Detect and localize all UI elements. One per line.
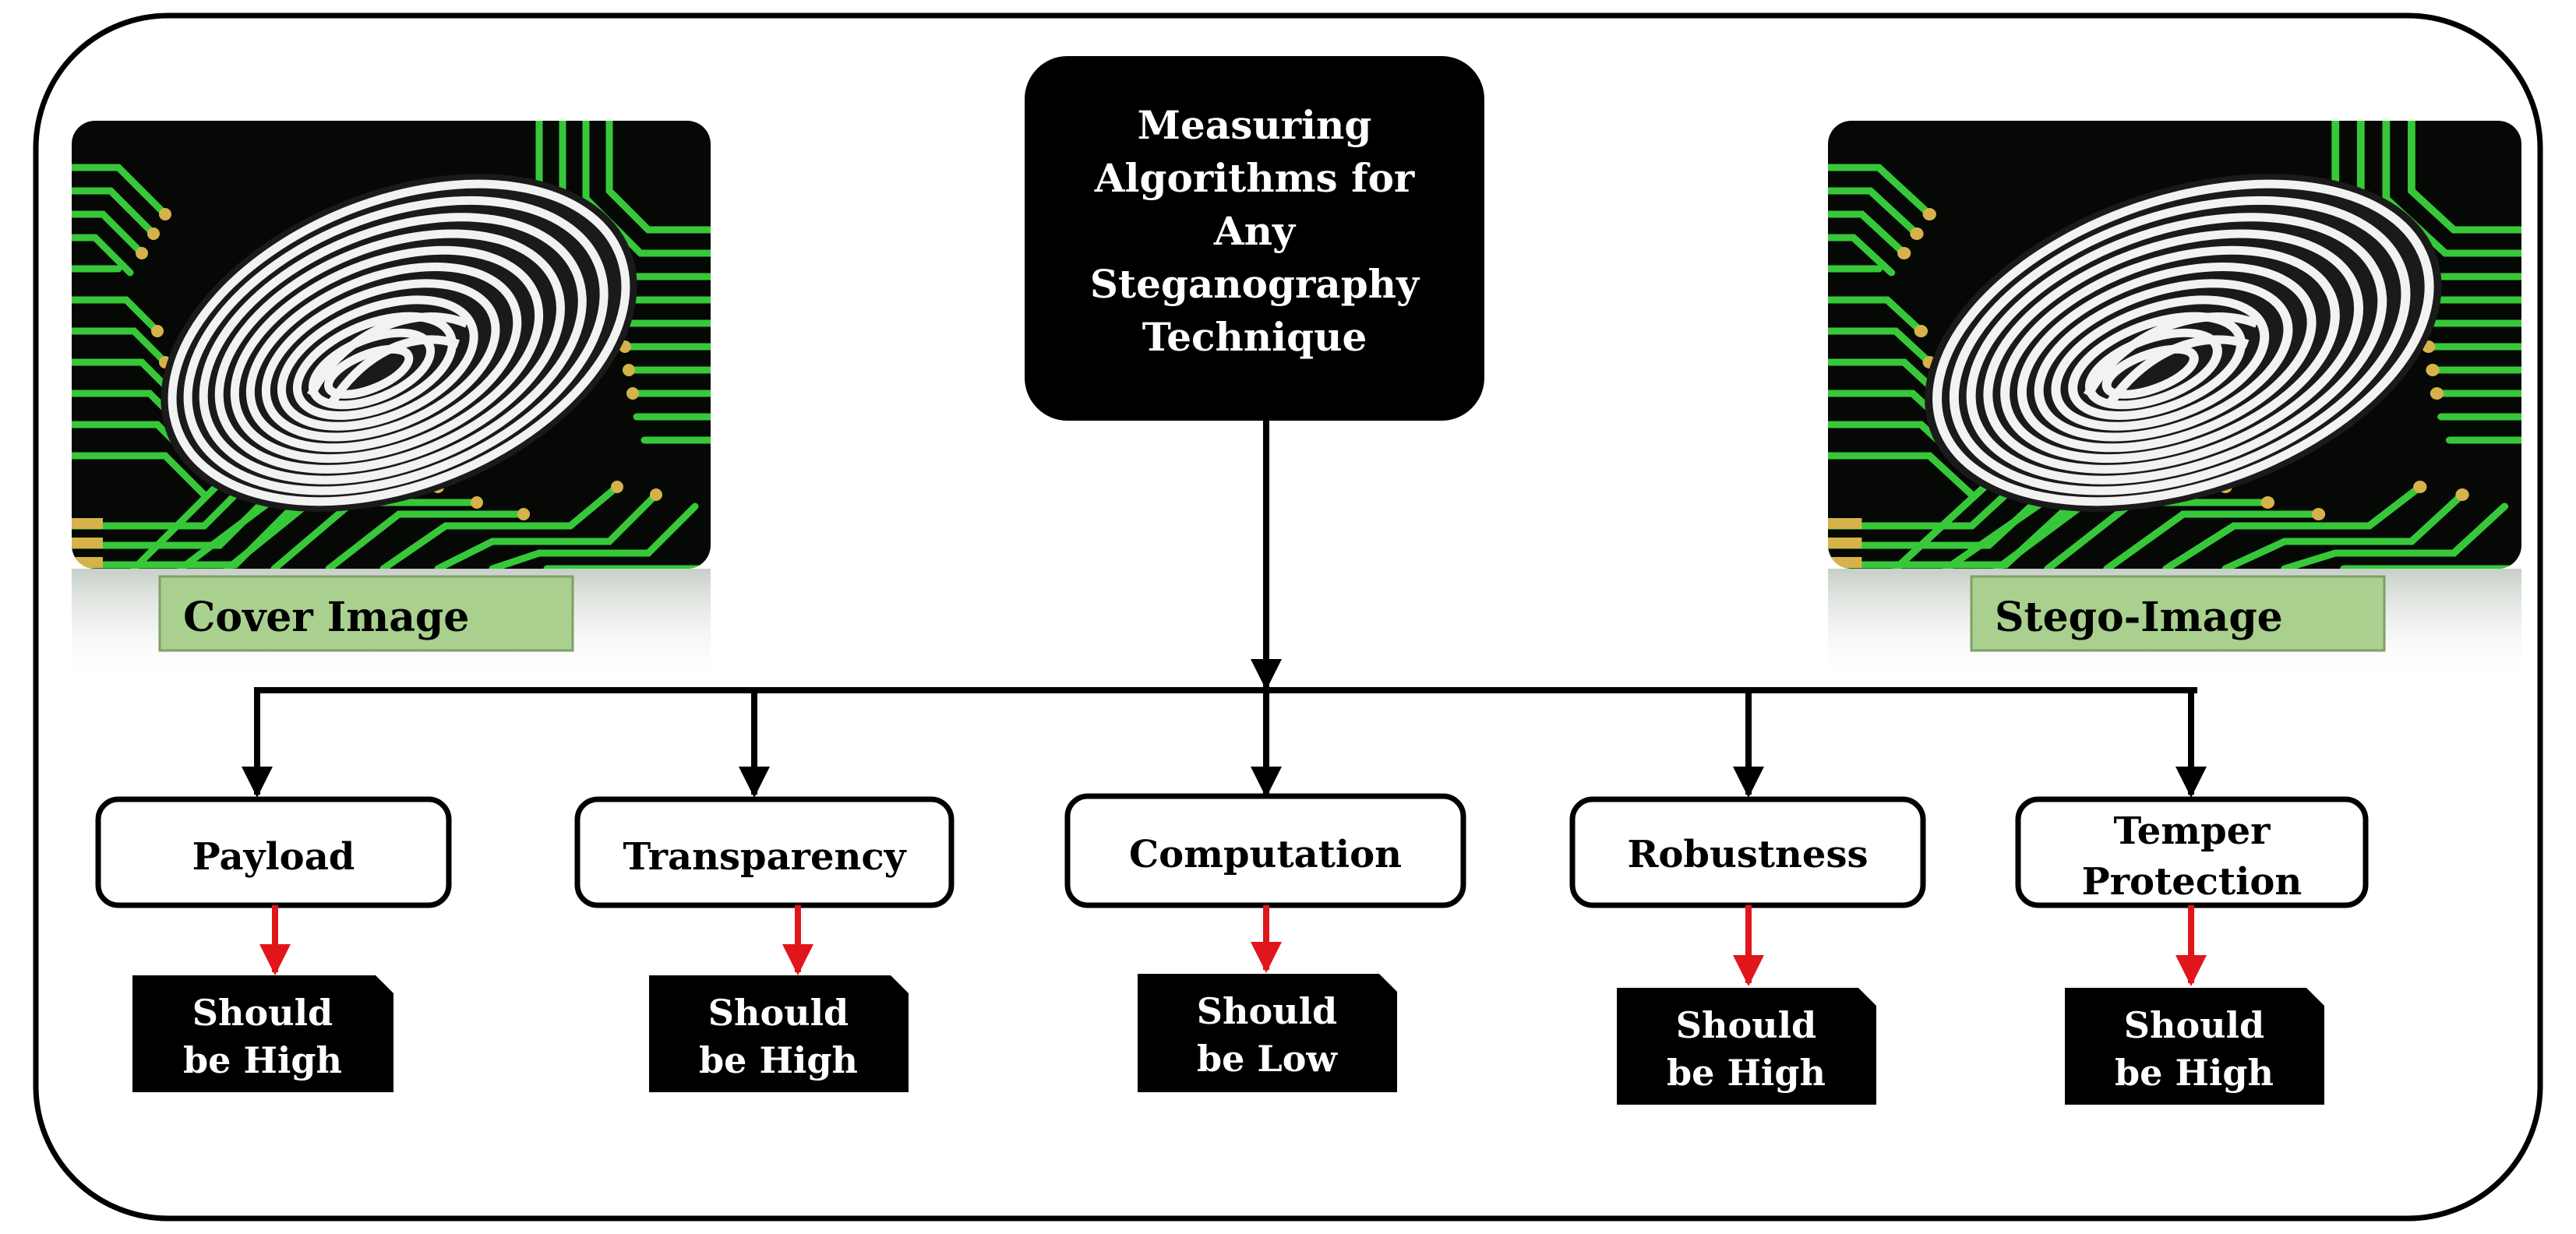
requirement-line-2: be High [2115, 1052, 2274, 1094]
central-box-line-2: Algorithms for [1094, 155, 1415, 201]
stego-image: Stego-Image [1828, 108, 2521, 686]
requirement-line-2: be High [183, 1039, 342, 1081]
requirement-line-1: Should [2124, 1004, 2264, 1046]
requirement-computation: Should be Low [1138, 974, 1397, 1092]
cover-image-label: Cover Image [183, 594, 469, 641]
requirement-transparency: Should be High [649, 975, 909, 1092]
central-box-line-1: Measuring [1138, 102, 1372, 148]
stego-image-label: Stego-Image [1995, 594, 2283, 641]
requirement-line-2: be High [699, 1039, 858, 1081]
requirement-line-1: Should [1676, 1004, 1816, 1046]
requirement-payload: Should be High [132, 975, 393, 1092]
requirement-line-1: Should [708, 992, 849, 1034]
requirement-line-1: Should [192, 992, 333, 1034]
requirement-line-2: be Low [1197, 1038, 1338, 1080]
metric-name: Payload [192, 835, 355, 879]
stego-image-label-box [1970, 575, 2386, 652]
central-box-line-3: Any [1213, 208, 1297, 254]
requirement-line-1: Should [1197, 990, 1337, 1032]
metric-temper-protection: Temper Protection [2015, 796, 2369, 908]
metric-name: Temper [2114, 809, 2271, 853]
central-box-line-4: Steganography [1090, 261, 1420, 307]
cover-image-label-box [158, 575, 574, 652]
requirement-robustness: Should be High [1617, 988, 1876, 1105]
metric-name: Transparency [623, 835, 907, 879]
requirement-temper-protection: Should be High [2065, 988, 2324, 1105]
metric-name: Protection [2082, 860, 2303, 904]
central-box-line-5: Technique [1142, 314, 1367, 360]
central-box: Measuring Algorithms for Any Steganograp… [1025, 56, 1484, 421]
connectors [242, 421, 2207, 798]
red-arrows [259, 905, 2207, 986]
metric-payload: Payload [95, 796, 452, 908]
cover-image: Cover Image [72, 108, 711, 686]
metric-name: Robustness [1627, 833, 1868, 876]
metric-name: Computation [1129, 833, 1402, 876]
fingerprint-circuit-image [72, 108, 711, 576]
metric-transparency: Transparency [574, 796, 955, 908]
metric-robustness: Robustness [1569, 796, 1926, 908]
requirement-line-2: be High [1667, 1052, 1826, 1094]
fingerprint-circuit-image [1828, 108, 2521, 576]
metric-computation: Computation [1064, 793, 1466, 908]
